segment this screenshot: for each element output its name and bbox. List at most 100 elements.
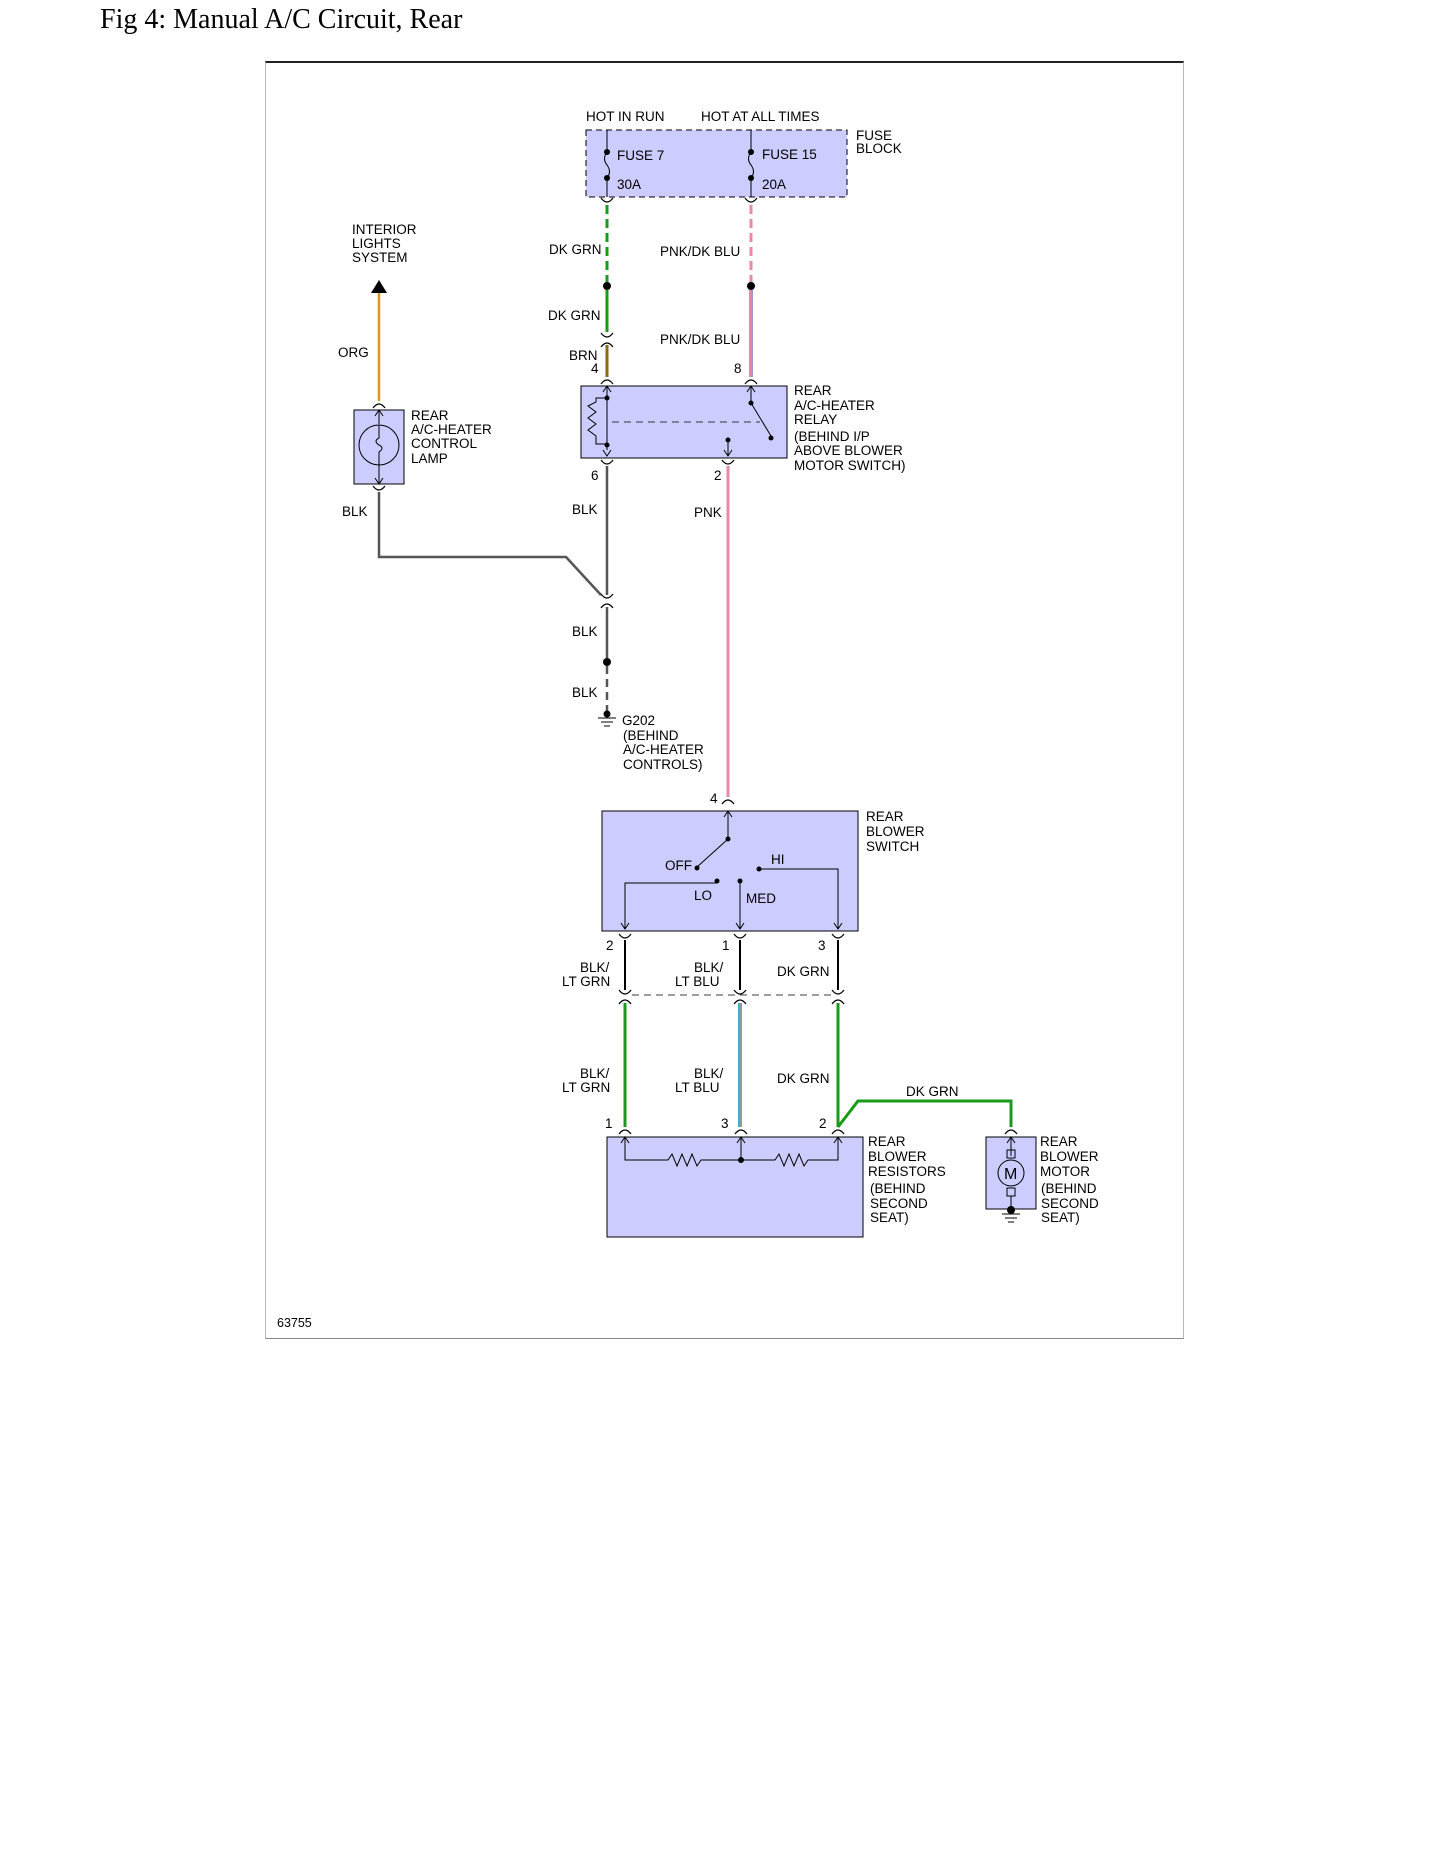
wire-label-brn: BRN	[569, 348, 598, 363]
motor-icon	[997, 1159, 1025, 1187]
blower-switch-label-1: REAR	[866, 809, 904, 824]
diagram-frame	[265, 61, 1184, 1339]
lamp-label-4: LAMP	[411, 451, 448, 466]
switch-pin-1: 1	[722, 938, 730, 953]
resistors-label-3: RESISTORS	[868, 1164, 946, 1179]
resistor-pin-2: 2	[819, 1116, 827, 1131]
switch-pin-2: 2	[606, 938, 614, 953]
resistor-box	[606, 1136, 864, 1238]
blower-switch	[601, 810, 859, 932]
relay-label-1: REAR	[794, 383, 832, 398]
interior-lights-label-1: INTERIOR	[352, 222, 417, 237]
wire-label-dk-grn-motor: DK GRN	[906, 1084, 959, 1099]
wire-label-pnk: PNK	[694, 505, 722, 520]
wire-label-dk-grn-b: DK GRN	[777, 1071, 830, 1086]
wire-label-blk-lt-blu-b1: BLK/	[694, 1066, 724, 1081]
fuse-15-rating: 20A	[762, 177, 786, 192]
wire-label-blk-relay: BLK	[572, 502, 598, 517]
relay-label-6: MOTOR SWITCH)	[794, 458, 906, 473]
relay-label-5: ABOVE BLOWER	[794, 443, 903, 458]
blower-motor: M	[985, 1136, 1037, 1210]
wire-label-blk-lt-grn-a2: LT GRN	[562, 974, 610, 989]
fuse15-wire	[744, 197, 758, 385]
switch-pin-3: 3	[818, 938, 826, 953]
hot-in-run-label: HOT IN RUN	[586, 109, 665, 124]
fuse-7	[604, 130, 610, 197]
switch-hi-label: HI	[771, 852, 785, 867]
splice-dot	[603, 658, 611, 666]
blower-switch-label-2: BLOWER	[866, 824, 925, 839]
motor-ground-icon	[1002, 1206, 1020, 1223]
resistor-pin-1: 1	[605, 1116, 613, 1131]
wire-label-blk-1: BLK	[572, 624, 598, 639]
lamp-ground-wire	[377, 492, 602, 596]
page-title: Fig 4: Manual A/C Circuit, Rear	[100, 4, 463, 35]
switch-lo-label: LO	[694, 888, 712, 903]
wire-label-blk-lt-grn-b2: LT GRN	[562, 1080, 610, 1095]
resistors-location-2: SECOND	[870, 1196, 928, 1211]
motor-label-2: BLOWER	[1040, 1149, 1099, 1164]
fuse7-wire	[600, 197, 614, 385]
control-lamp	[353, 409, 405, 485]
wire-label-pnk-dk-blu-2: PNK/DK BLU	[660, 332, 740, 347]
lamp-label-2: A/C-HEATER	[411, 422, 492, 437]
relay-label-2: A/C-HEATER	[794, 398, 875, 413]
ground-label-2: (BEHIND	[623, 728, 679, 743]
relay-pin-6: 6	[591, 468, 599, 483]
resistors-label-1: REAR	[868, 1134, 906, 1149]
relay	[580, 385, 788, 459]
relay-label-4: (BEHIND I/P	[794, 429, 870, 444]
wire-label-blk-lamp: BLK	[342, 504, 368, 519]
fuse-block-box	[585, 129, 848, 198]
motor-location-3: SEAT)	[1041, 1210, 1080, 1225]
wire-label-pnk-dk-blu-1: PNK/DK BLU	[660, 244, 740, 259]
switch-off-label: OFF	[665, 858, 692, 873]
interior-lights-label-2: LIGHTS	[352, 236, 401, 251]
switch-med-label: MED	[746, 891, 776, 906]
wire-label-blk-lt-blu-b2: LT BLU	[675, 1080, 720, 1095]
fuse-7-rating: 30A	[617, 177, 641, 192]
ground-icon	[598, 710, 616, 727]
motor-location-1: (BEHIND	[1041, 1181, 1097, 1196]
lamp-label-3: CONTROL	[411, 436, 477, 451]
fuse-block-label-1: FUSE	[856, 128, 892, 143]
blower-resistors	[606, 1136, 864, 1238]
fuse-block-label-2: BLOCK	[856, 141, 902, 156]
wire-label-blk-lt-grn-b1: BLK/	[580, 1066, 610, 1081]
relay-label-3: RELAY	[794, 412, 837, 427]
ground-label-3: A/C-HEATER	[623, 742, 704, 757]
interior-lights-label-3: SYSTEM	[352, 250, 408, 265]
relay-pin-4: 4	[591, 361, 599, 376]
blower-switch-label-3: SWITCH	[866, 839, 919, 854]
fuse-15-label: FUSE 15	[762, 147, 817, 162]
motor-label-3: MOTOR	[1040, 1164, 1090, 1179]
hot-at-all-times-label: HOT AT ALL TIMES	[701, 109, 820, 124]
wire-label-dk-grn-1: DK GRN	[549, 242, 602, 257]
resistors-location-1: (BEHIND	[870, 1181, 926, 1196]
wire-label-blk-2: BLK	[572, 685, 598, 700]
wire-label-blk-lt-grn-a1: BLK/	[580, 960, 610, 975]
figure-id: 63755	[277, 1316, 312, 1330]
resistor-pin-3: 3	[721, 1116, 729, 1131]
relay-pin-8: 8	[734, 361, 742, 376]
wire-label-org: ORG	[338, 345, 369, 360]
resistors-location-3: SEAT)	[870, 1210, 909, 1225]
ground-label-4: CONTROLS)	[623, 757, 703, 772]
relay-pin-2: 2	[714, 468, 722, 483]
fuse-7-label: FUSE 7	[617, 148, 664, 163]
wire-label-dk-grn-2: DK GRN	[548, 308, 601, 323]
fuse-15	[748, 130, 754, 197]
ground-label-1: G202	[622, 713, 655, 728]
wire-label-dk-grn-a: DK GRN	[777, 964, 830, 979]
resistors-label-2: BLOWER	[868, 1149, 927, 1164]
lamp-label-1: REAR	[411, 408, 449, 423]
dk-grn-motor-wire	[836, 1099, 1013, 1128]
fuse-block: HOT IN RUN HOT AT ALL TIMES FUSE BLOCK F…	[585, 109, 902, 198]
blower-switch-box	[601, 810, 859, 932]
wire-label-blk-lt-blu-a1: BLK/	[694, 960, 724, 975]
motor-location-2: SECOND	[1041, 1196, 1099, 1211]
wire-label-blk-lt-blu-a2: LT BLU	[675, 974, 720, 989]
switch-pin-4: 4	[710, 791, 718, 806]
motor-label-1: REAR	[1040, 1134, 1078, 1149]
